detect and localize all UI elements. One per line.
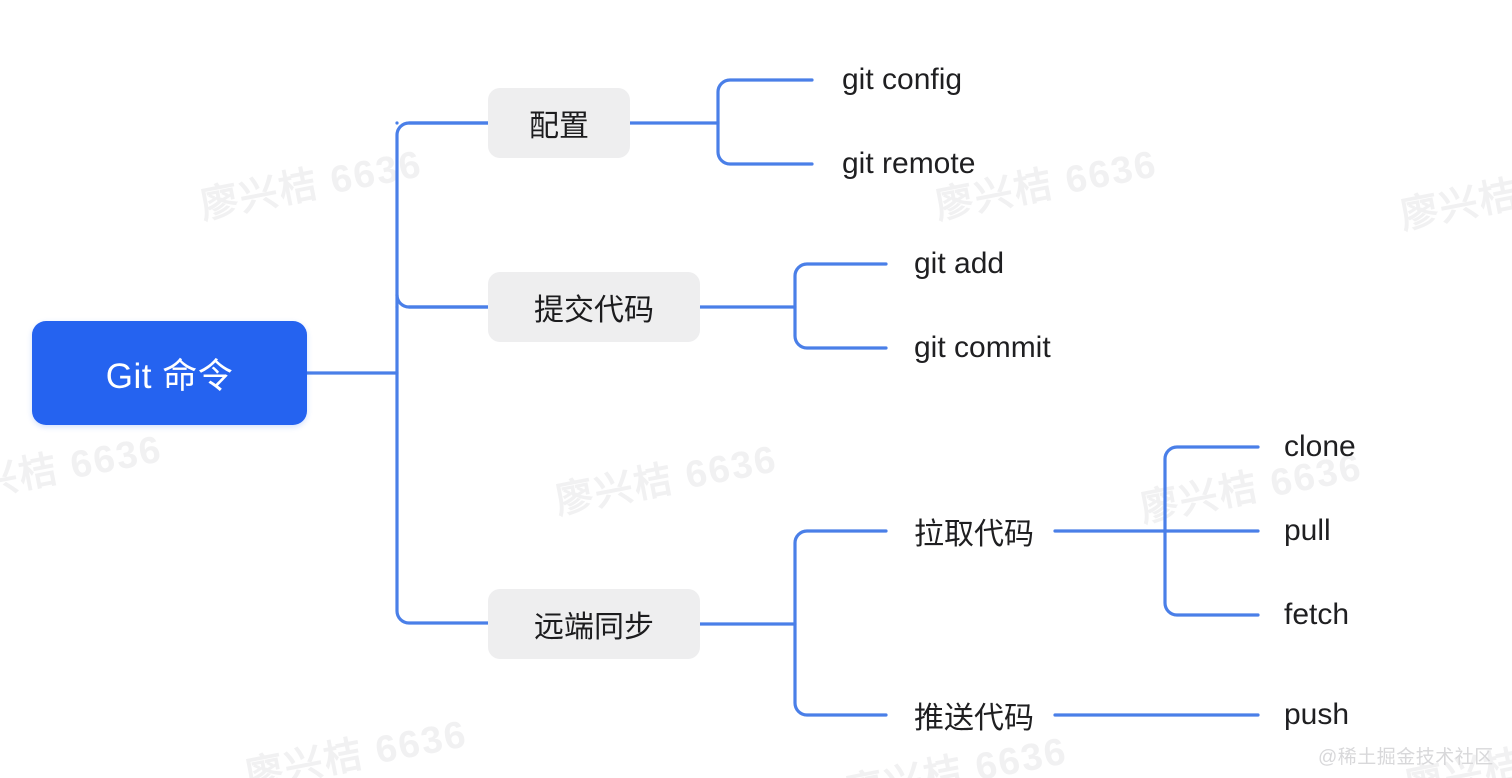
watermark-tile: 廖兴桔 6636 (0, 428, 166, 513)
watermark-tile: 廖兴桔 6636 (551, 438, 781, 523)
watermark-credit: @稀土掘金技术社区 (1318, 747, 1494, 768)
connector-peizhi-fork (716, 78, 814, 166)
watermark-tile: 廖兴桔 6636 (241, 713, 471, 778)
node-push-code[interactable]: 推送代码 (914, 702, 1034, 735)
node-leaf-pull[interactable]: pull (1284, 514, 1331, 547)
connector-tijiao-fork (793, 262, 888, 350)
node-leaf-git-commit[interactable]: git commit (914, 331, 1051, 364)
node-leaf-git-config[interactable]: git config (842, 63, 963, 96)
node-branch-config[interactable]: 配置 (488, 88, 630, 158)
connector-yuanduan-fork (793, 529, 888, 717)
watermark-tile: 廖兴桔 6636 (196, 143, 426, 228)
node-pull-code[interactable]: 拉取代码 (914, 518, 1034, 551)
node-leaf-clone[interactable]: clone (1284, 430, 1356, 463)
node-leaf-fetch[interactable]: fetch (1284, 598, 1350, 631)
connector-trunk-outer (395, 121, 490, 625)
node-branch-remote-sync[interactable]: 远端同步 (488, 589, 700, 659)
watermark-tile: 廖兴桔 6636 (1396, 153, 1512, 238)
connector-trunk-mid-elbow (395, 293, 490, 309)
node-leaf-git-add[interactable]: git add (914, 247, 1005, 280)
node-leaf-git-remote[interactable]: git remote (842, 147, 976, 180)
node-leaf-push[interactable]: push (1284, 698, 1350, 731)
node-branch-commit[interactable]: 提交代码 (488, 272, 700, 342)
node-root[interactable]: Git 命令 (32, 321, 307, 425)
